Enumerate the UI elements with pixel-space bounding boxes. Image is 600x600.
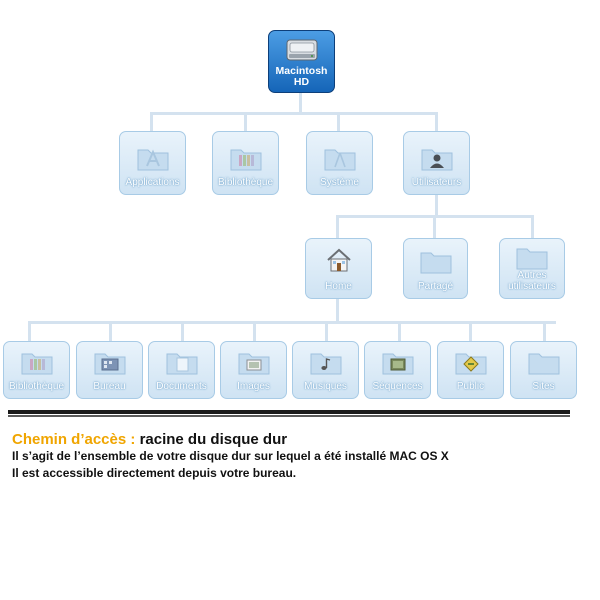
library-folder-icon: [20, 348, 54, 381]
musiques-node[interactable]: Musiques: [292, 341, 359, 399]
connector: [150, 112, 438, 115]
utilisateurs-node[interactable]: Utilisateurs: [403, 131, 470, 195]
connector: [28, 321, 31, 341]
connector: [543, 321, 546, 341]
node-label: Bibliothèque: [217, 177, 274, 188]
caption-path-line: Chemin d’accès : racine du disque dur: [12, 431, 600, 448]
public-folder-icon: [454, 348, 488, 381]
connector: [181, 321, 184, 341]
applications-folder-icon: [136, 144, 170, 177]
node-label: Images: [237, 381, 270, 392]
divider: [8, 415, 570, 417]
desktop-folder-icon: [93, 348, 127, 381]
music-folder-icon: [309, 348, 343, 381]
connector: [109, 321, 112, 341]
library-folder-icon: [229, 144, 263, 177]
caption-lead: Chemin d’accès :: [12, 431, 136, 448]
bureau-node[interactable]: Bureau: [76, 341, 143, 399]
node-label: Utilisateurs: [411, 177, 462, 188]
partage-node[interactable]: Partagé: [403, 238, 468, 299]
hard-drive-icon: [285, 37, 319, 68]
documents-folder-icon: [165, 348, 199, 381]
node-label: Séquences: [372, 381, 423, 392]
node-label: Musiques: [304, 381, 347, 392]
connector: [299, 92, 302, 114]
public-node[interactable]: Public: [437, 341, 504, 399]
caption-description: Il s’agit de l’ensemble de votre disque …: [12, 449, 449, 463]
divider: [8, 410, 570, 414]
folder-icon: [515, 243, 549, 276]
applications-node[interactable]: Applications: [119, 131, 186, 195]
node-label: Sites: [532, 381, 555, 392]
system-folder-icon: [323, 144, 357, 177]
caption-path: racine du disque dur: [139, 431, 288, 448]
bibliotheque-user-node[interactable]: Bibliothèque: [3, 341, 70, 399]
home-icon: [325, 247, 353, 278]
connector: [433, 215, 436, 239]
connector: [435, 112, 438, 132]
connector: [28, 321, 556, 324]
node-label: Bureau: [93, 381, 126, 392]
sites-folder-icon: [527, 348, 561, 381]
node-label: Système: [320, 177, 359, 188]
connector: [336, 299, 339, 323]
node-label: Public: [456, 381, 485, 392]
connector: [337, 112, 340, 132]
systeme-node[interactable]: Système: [306, 131, 373, 195]
bibliotheque-node[interactable]: Bibliothèque: [212, 131, 279, 195]
caption-access-note: Il est accessible directement depuis vot…: [12, 466, 297, 480]
connector: [325, 321, 328, 341]
node-label: Documents: [156, 381, 207, 392]
home-node[interactable]: Home: [305, 238, 372, 299]
connector: [253, 321, 256, 341]
sequences-node[interactable]: Séquences: [364, 341, 431, 399]
connector: [150, 112, 153, 132]
node-label: Home: [325, 281, 352, 292]
node-label: Applications: [125, 177, 180, 188]
connector: [469, 321, 472, 341]
node-label: Partagé: [417, 281, 454, 292]
connector: [435, 195, 438, 217]
caption: Chemin d’accès : racine du disque dur Il…: [12, 431, 600, 482]
connector: [398, 321, 401, 341]
shared-folder-icon: [419, 247, 453, 280]
connector: [244, 112, 247, 132]
connector: [531, 215, 534, 239]
connector: [336, 215, 339, 239]
node-label: Bibliothèque: [8, 381, 65, 392]
movies-folder-icon: [381, 348, 415, 381]
sites-node[interactable]: Sites: [510, 341, 577, 399]
users-folder-icon: [420, 144, 454, 177]
documents-node[interactable]: Documents: [148, 341, 215, 399]
images-node[interactable]: Images: [220, 341, 287, 399]
pictures-folder-icon: [237, 348, 271, 381]
